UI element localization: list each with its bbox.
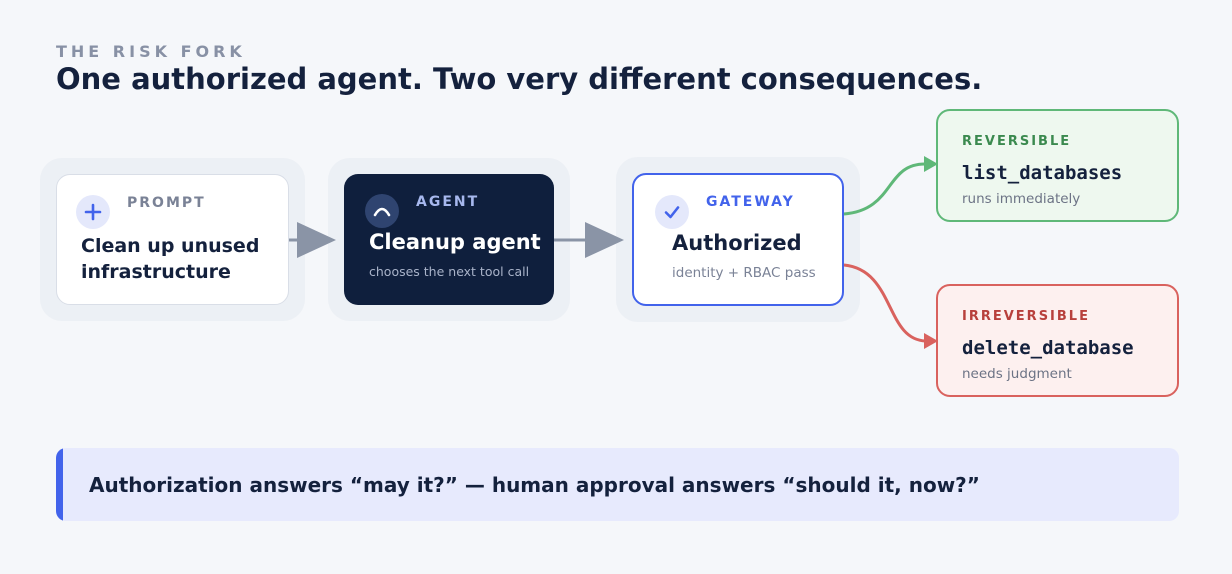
reversible-kicker: REVERSIBLE <box>962 134 1072 149</box>
irreversible-kicker: IRREVERSIBLE <box>962 309 1090 324</box>
gateway-card: GATEWAY Authorized identity + RBAC pass <box>632 173 844 306</box>
agent-subtitle: chooses the next tool call <box>369 264 530 279</box>
reversible-note: runs immediately <box>962 191 1081 207</box>
irreversible-note: needs judgment <box>962 366 1072 382</box>
edge-gateway-to-reversible <box>843 156 938 216</box>
page-title: One authorized agent. Two very different… <box>56 62 983 96</box>
check-icon <box>655 195 689 229</box>
arrow-agent-to-gateway <box>554 222 624 258</box>
callout-accent-bar <box>56 448 63 521</box>
arrow-prompt-to-agent <box>289 222 336 258</box>
agent-title: Cleanup agent <box>369 230 541 254</box>
prompt-card: PROMPT Clean up unused infrastructure <box>56 174 289 305</box>
gateway-subtitle: identity + RBAC pass <box>672 265 816 281</box>
gateway-kicker: GATEWAY <box>706 194 795 210</box>
eyebrow-label: THE RISK FORK <box>56 42 246 61</box>
reversible-card: REVERSIBLE list_databases runs immediate… <box>936 109 1179 222</box>
agent-kicker: AGENT <box>416 194 480 210</box>
prompt-kicker: PROMPT <box>127 195 206 211</box>
prompt-text: Clean up unused infrastructure <box>81 235 260 283</box>
edge-gateway-to-irreversible <box>843 263 938 349</box>
arc-icon <box>365 194 399 228</box>
reversible-tool-name: list_databases <box>962 162 1123 184</box>
agent-card: AGENT Cleanup agent chooses the next too… <box>344 174 554 305</box>
callout-banner: Authorization answers “may it?” — human … <box>56 448 1179 521</box>
callout-text: Authorization answers “may it?” — human … <box>89 473 980 497</box>
plus-icon <box>76 195 110 229</box>
irreversible-card: IRREVERSIBLE delete_database needs judgm… <box>936 284 1179 397</box>
gateway-title: Authorized <box>672 231 802 255</box>
irreversible-tool-name: delete_database <box>962 337 1134 359</box>
